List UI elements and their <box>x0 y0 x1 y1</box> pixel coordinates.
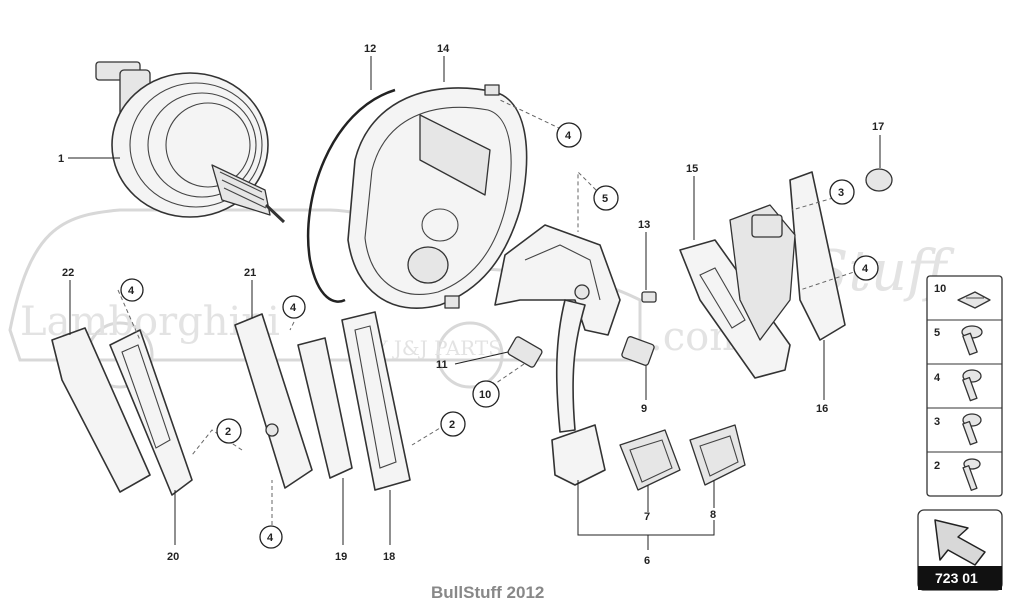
brake-booster <box>95 61 286 224</box>
legend-number-4: 4 <box>934 372 941 384</box>
stud-bolt-icon <box>962 458 981 491</box>
hex-bolt-icon <box>962 369 982 402</box>
legend-number-10: 10 <box>934 283 946 295</box>
label-8: 8 <box>710 509 716 521</box>
callout-2-right: 2 <box>440 411 466 437</box>
svg-text:2: 2 <box>225 426 231 438</box>
pedal-pad-7 <box>619 429 681 491</box>
svg-text:3: 3 <box>838 187 844 199</box>
callout-3: 3 <box>829 179 855 205</box>
callout-10: 10 <box>472 380 500 408</box>
page-reference[interactable]: 723 01 <box>917 509 1003 591</box>
label-20: 20 <box>167 551 179 563</box>
legend-number-5: 5 <box>934 327 940 339</box>
callout-5: 5 <box>593 185 619 211</box>
label-9: 9 <box>641 403 647 415</box>
clip-nut-icon <box>957 291 991 309</box>
label-15: 15 <box>686 163 698 175</box>
callout-2-left: 2 <box>216 418 242 444</box>
brake-pedal <box>551 299 606 486</box>
cover-20 <box>109 329 193 496</box>
svg-text:4: 4 <box>862 263 869 275</box>
svg-text:4: 4 <box>267 532 274 544</box>
pedal-box-housing <box>347 84 528 309</box>
svg-text:4: 4 <box>128 285 135 297</box>
arrow-up-left-icon <box>934 519 986 566</box>
label-21: 21 <box>244 267 256 279</box>
page-ref-label: 723 01 <box>935 570 978 586</box>
callout-4-mid: 4 <box>282 295 306 319</box>
pedal-switch <box>507 336 543 368</box>
accelerator-bracket <box>679 239 791 379</box>
label-13: 13 <box>638 219 650 231</box>
flange-bolt-icon <box>961 325 983 356</box>
svg-text:5: 5 <box>602 193 608 205</box>
label-19: 19 <box>335 551 347 563</box>
cover-22 <box>51 327 151 493</box>
label-14: 14 <box>437 43 450 55</box>
svg-text:4: 4 <box>565 130 572 142</box>
pedal-bracket <box>494 224 621 336</box>
accelerator-pedal <box>729 171 846 341</box>
label-17: 17 <box>872 121 884 133</box>
footer-credit: BullStuff 2012 <box>431 583 544 602</box>
svg-text:10: 10 <box>479 389 491 401</box>
label-22: 22 <box>62 267 74 279</box>
pedal-cap <box>865 168 893 192</box>
pedal-pad-8 <box>689 424 746 486</box>
label-6: 6 <box>644 555 650 567</box>
brake-light-switch <box>621 336 655 366</box>
cover-19 <box>297 337 353 479</box>
label-1: 1 <box>58 153 64 165</box>
label-12: 12 <box>364 43 376 55</box>
callout-4-housing: 4 <box>556 122 582 148</box>
svg-text:4: 4 <box>290 302 297 314</box>
callout-4-right: 4 <box>853 255 879 281</box>
label-7: 7 <box>644 511 650 523</box>
torx-bolt-icon <box>962 413 982 446</box>
label-16: 16 <box>816 403 828 415</box>
gasket <box>306 88 396 303</box>
svg-text:2: 2 <box>449 419 455 431</box>
fastener-legend: 10 5 4 3 2 <box>926 275 1003 497</box>
legend-number-2: 2 <box>934 460 940 472</box>
screw <box>641 291 657 303</box>
callout-4-bottom: 4 <box>259 525 283 549</box>
callout-4-top: 4 <box>120 278 144 302</box>
label-18: 18 <box>383 551 395 563</box>
legend-number-3: 3 <box>934 416 940 428</box>
label-11: 11 <box>436 359 448 371</box>
